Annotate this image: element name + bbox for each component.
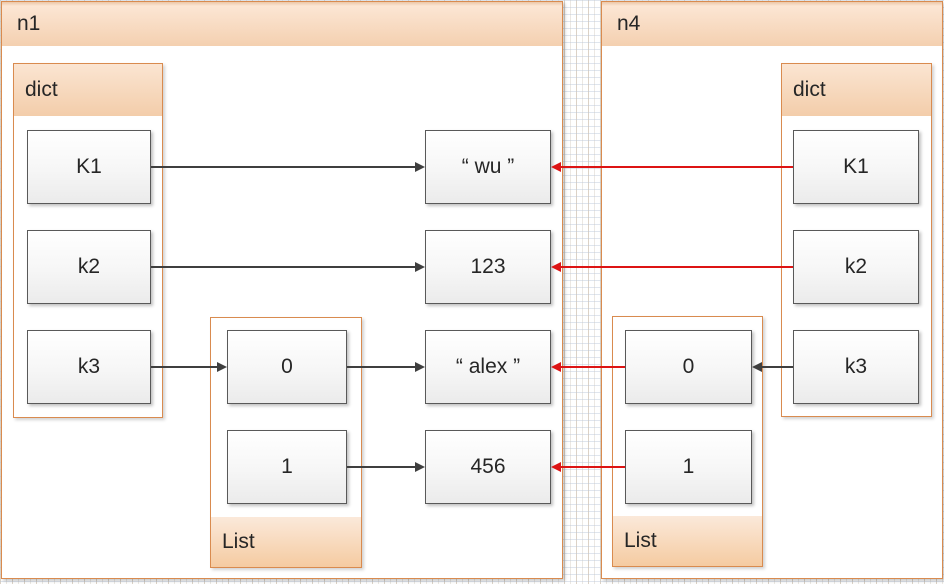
value-box-wu: “ wu ” [425,130,551,204]
n4-list-footer: List [613,516,762,566]
n4-dict-header: dict [782,64,931,116]
n4-list-title: List [624,529,657,552]
n1-list-footer: List [211,517,361,567]
n4-dict-title: dict [793,78,826,101]
n4-list-item-0: 0 [625,330,752,404]
panel-n4-header: n4 [602,2,942,46]
n1-dict-key-k2: k2 [27,230,151,304]
n1-list-title: List [222,530,255,553]
panel-n1-header: n1 [2,2,562,46]
value-box-123: 123 [425,230,551,304]
n1-list-item-0: 0 [227,330,347,404]
panel-n1-title: n1 [17,12,41,35]
n4-dict-key-k3: k3 [793,330,919,404]
n4-list-item-1: 1 [625,430,752,504]
panel-n4-title: n4 [617,12,641,35]
n4-dict-key-K1: K1 [793,130,919,204]
n1-list-item-1: 1 [227,430,347,504]
n4-dict-key-k2: k2 [793,230,919,304]
n1-dict-key-K1: K1 [27,130,151,204]
value-box-456: 456 [425,430,551,504]
n1-dict-header: dict [14,64,162,116]
n1-dict-key-k3: k3 [27,330,151,404]
n1-dict-title: dict [25,78,58,101]
value-box-alex: “ alex ” [425,330,551,404]
